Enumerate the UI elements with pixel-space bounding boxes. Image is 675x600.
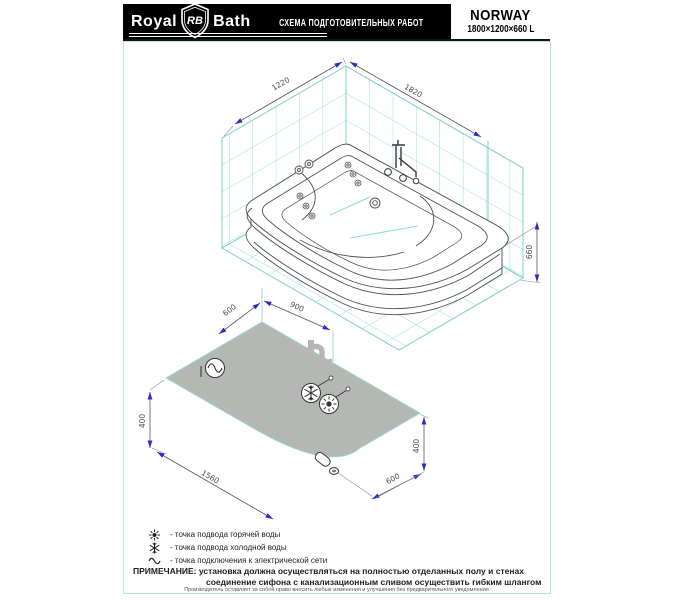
tub-footprint xyxy=(165,321,421,458)
model-size: 1800×1200×660 L xyxy=(467,23,535,35)
note-line2: соединение сифона с канализационным слив… xyxy=(206,576,542,587)
note-line1-text: установка должна осуществляться на полно… xyxy=(198,566,524,576)
dim-line-bottom-left xyxy=(156,451,274,520)
jets xyxy=(296,161,362,220)
dim-label-width-left: 1220 xyxy=(270,75,291,92)
dim-label-height: 660 xyxy=(525,245,534,260)
brand-logo: Royal RB Bath xyxy=(123,3,327,39)
dim-line-top-left xyxy=(218,302,261,335)
legend-row-cold: - точка подвода холодной воды xyxy=(148,541,327,554)
dim-label-width-right: 1820 xyxy=(403,82,424,99)
plan-view: 600 900 400 1560 600 400 xyxy=(138,288,429,520)
legend-label-electric: - точка подключения к электрической сети xyxy=(170,556,328,565)
electric-icon xyxy=(148,557,161,564)
legend-row-electric: - точка подключения к электрической сети xyxy=(148,554,327,567)
legend-label-cold: - точка подвода холодной воды xyxy=(170,543,287,552)
rim-thickness-line xyxy=(246,207,501,296)
control-knobs xyxy=(294,159,314,175)
model-box: NORWAY 1800×1200×660 L xyxy=(451,4,550,39)
cold-water-point-icon xyxy=(301,375,334,403)
dim-label-top-right: 900 xyxy=(289,300,306,314)
note-line1: ПРИМЕЧАНИЕ: установка должна осуществлят… xyxy=(133,566,543,577)
legend-row-hot: - точка подвода горячей воды xyxy=(148,528,327,541)
bathtub xyxy=(245,143,509,316)
iso-view: 1220 1820 660 xyxy=(221,57,542,351)
drain-cover xyxy=(369,197,381,209)
basin-contour-right xyxy=(415,195,435,247)
faucet xyxy=(384,140,420,185)
dim-label-bottom-right: 600 xyxy=(384,471,401,486)
document-title: СХЕМА ПОДГОТОВИТЕЛЬНЫХ РАБОТ xyxy=(278,17,424,29)
legend: - точка подвода горячей воды - точка под… xyxy=(148,528,327,567)
apron-bottom-line xyxy=(253,241,503,310)
document-title-wrap: СХЕМА ПОДГОТОВИТЕЛЬНЫХ РАБОТ xyxy=(251,13,452,31)
dim-line-width-left xyxy=(234,61,343,125)
brand-rb: RB xyxy=(187,15,203,27)
plan-leader-lines xyxy=(261,288,334,362)
seat-line xyxy=(299,239,405,258)
note-block: ПРИМЕЧАНИЕ: установка должна осуществлят… xyxy=(133,566,543,587)
header-bar: Royal RB Bath СХЕМА ПОДГОТОВИТЕЛЬНЫХ РАБ… xyxy=(123,3,550,41)
dim-label-side-right: 400 xyxy=(412,439,421,454)
manufacturer-disclaimer: Производитель оставляет за собой право в… xyxy=(184,587,489,593)
dim-line-width-right xyxy=(349,61,482,138)
tub-basin-bottom xyxy=(281,170,463,271)
dim-line-top-right xyxy=(263,300,331,331)
electric-point-icon xyxy=(200,358,225,378)
brand-bath: Bath xyxy=(213,13,251,30)
hot-water-point-icon xyxy=(319,386,351,414)
hot-water-icon xyxy=(149,529,160,540)
model-name: NORWAY xyxy=(470,6,531,24)
note-label: ПРИМЕЧАНИЕ: xyxy=(133,566,197,576)
brand-royal: Royal xyxy=(131,13,178,30)
rb-shield-icon: RB xyxy=(181,3,209,39)
cold-water-icon xyxy=(149,542,160,553)
dim-label-top-left: 600 xyxy=(221,302,238,318)
drain-outlet-icon xyxy=(314,452,340,475)
faucet-silhouette xyxy=(299,340,333,370)
dim-label-side-left: 400 xyxy=(138,414,147,429)
legend-label-hot: - точка подвода горячей воды xyxy=(170,530,281,539)
basin-contour-left xyxy=(299,171,316,221)
tile-reflection-lines xyxy=(329,196,419,239)
